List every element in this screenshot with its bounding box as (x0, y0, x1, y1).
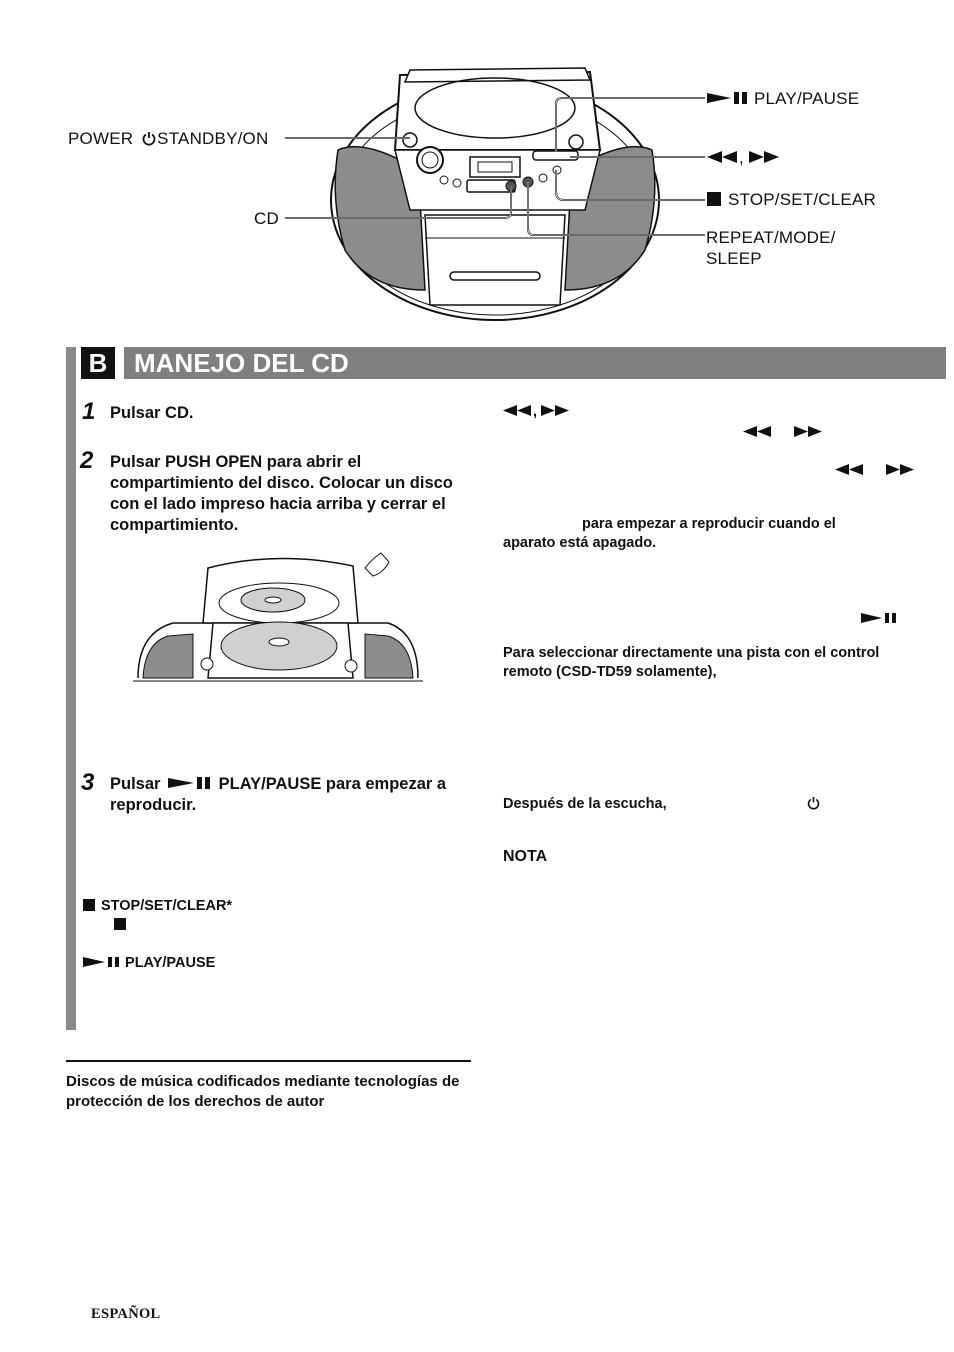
section-title-band: MANEJO DEL CD (124, 347, 946, 379)
footer-language: ESPAÑOL (91, 1306, 161, 1322)
skip-separator: , (739, 148, 744, 167)
skip-callout: , (707, 148, 779, 168)
play-pause-icon (861, 613, 896, 623)
step-2-text: Pulsar PUSH OPEN para abrir el compartim… (110, 453, 453, 534)
power-icon (142, 131, 156, 145)
direct-select-text: Para seleccionar directamente una pista … (503, 645, 880, 680)
section-letter: B (88, 348, 108, 378)
rewind-icon (835, 464, 863, 475)
power-icon (807, 797, 820, 810)
skip-separator: , (533, 404, 538, 420)
play-pause-icon (707, 92, 747, 105)
rewind-icon (503, 405, 531, 417)
repeat-mode-label: REPEAT/MODE/ (706, 228, 836, 247)
step-1-text: Pulsar CD. (110, 404, 194, 422)
disc-loading-illustration (133, 552, 423, 682)
step-3-post: PLAY/PAUSE para empezar a reproducir. (110, 775, 447, 814)
section-title: MANEJO DEL CD (134, 348, 349, 378)
stop-icon (114, 918, 126, 930)
stop-icon (83, 899, 95, 911)
nota-heading: NOTA (503, 848, 548, 865)
play-pause-heading: PLAY/PAUSE (83, 954, 215, 973)
stop-button-heading: STOP/SET/CLEAR* (83, 897, 232, 916)
cd-label: CD (254, 209, 279, 228)
boombox-illustration (285, 67, 705, 321)
step-1-number: 1 (82, 398, 96, 425)
play-pause-button-label: PLAY/PAUSE (125, 955, 216, 971)
step-3-number: 3 (81, 769, 95, 796)
repeat-callout: REPEAT/MODE/ SLEEP (706, 227, 836, 269)
power-label: POWER (68, 129, 134, 148)
note-divider (66, 1060, 471, 1062)
fast-forward-icon (886, 464, 914, 475)
play-pause-icon (168, 776, 211, 789)
section-side-bar (66, 347, 76, 1030)
stop-label: STOP/SET/CLEAR (728, 190, 876, 209)
start-when-off-text: para empezar a reproducir cuando el apar… (503, 516, 836, 551)
step-3-text: Pulsar PLAY/PAUSE para empezar a reprodu… (110, 774, 472, 816)
stop-asterisk: * (226, 898, 233, 914)
rewind-icon (707, 151, 737, 164)
play-pause-icon (83, 956, 119, 967)
stop-icon (707, 192, 721, 206)
stop-callout: STOP/SET/CLEAR (707, 190, 876, 210)
rewind-icon (743, 426, 771, 437)
fast-forward-icon (794, 426, 822, 437)
sleep-label: SLEEP (706, 249, 762, 268)
step-2-number: 2 (80, 447, 94, 474)
fast-forward-icon (748, 151, 779, 164)
boombox-diagram: POWER STANDBY/ON CD PLAY/PAUSE , STOP/SE… (0, 0, 954, 330)
play-pause-callout: PLAY/PAUSE (707, 89, 859, 109)
step-3-pre: Pulsar (110, 775, 161, 793)
standby-on-label: STANDBY/ON (157, 129, 269, 148)
after-listening-text: Después de la escucha, (503, 796, 667, 812)
section-letter-box: B (81, 347, 115, 379)
fast-forward-icon (541, 405, 570, 417)
play-pause-label: PLAY/PAUSE (753, 89, 860, 108)
power-standby-label: POWER STANDBY/ON (68, 129, 268, 149)
stop-button-label: STOP/SET/CLEAR (101, 898, 227, 914)
copyright-note: Discos de música codificados mediante te… (66, 1073, 460, 1110)
skip-heading: , (503, 403, 570, 422)
